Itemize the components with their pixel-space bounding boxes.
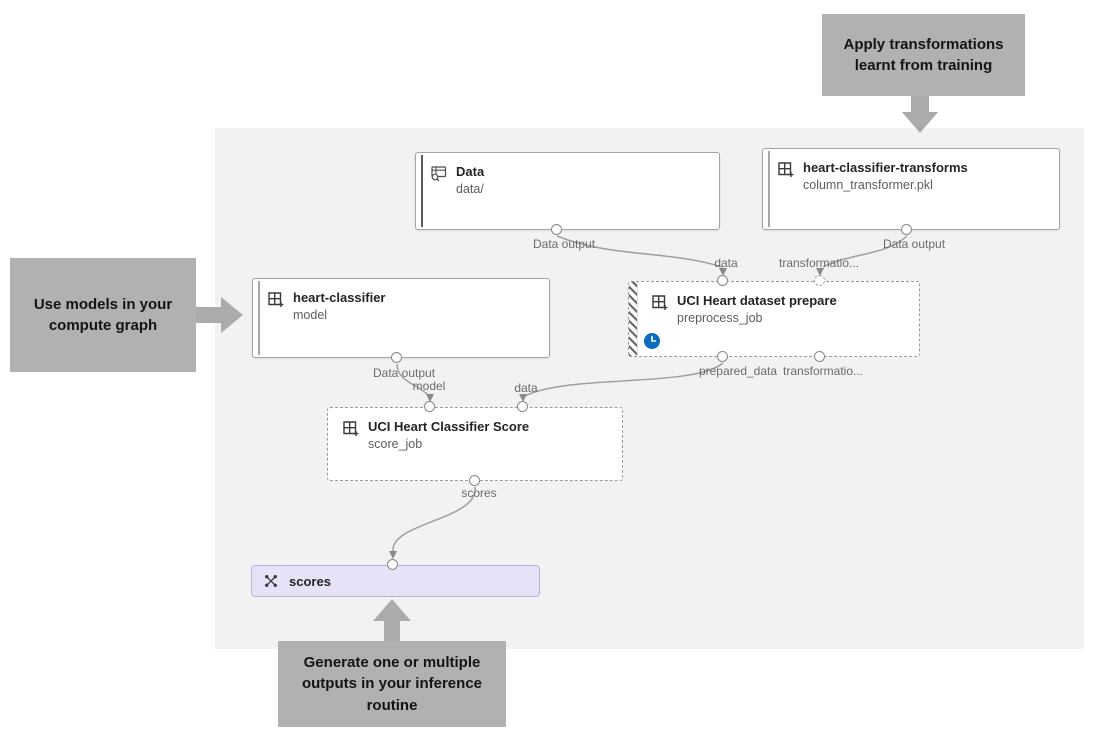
port-label-data-output: Data output xyxy=(532,237,596,251)
port-transforms-output[interactable] xyxy=(901,224,912,235)
callout-text: Generate one or multiple outputs in your… xyxy=(301,654,482,714)
node-subtitle: preprocess_job xyxy=(677,310,763,325)
node-title: heart-classifier xyxy=(293,290,386,305)
callout-use-models: Use models in your compute graph xyxy=(10,258,196,372)
port-prepare-transformations-input[interactable] xyxy=(814,275,825,286)
port-prepare-data-input[interactable] xyxy=(717,275,728,286)
component-icon xyxy=(266,290,285,309)
node-heart-classifier-transforms[interactable]: heart-classifier-transforms column_trans… xyxy=(762,148,1060,230)
clock-icon xyxy=(644,333,660,349)
port-label-data-in: data xyxy=(714,256,738,270)
port-label-transformations-in: transformatio... xyxy=(778,256,860,270)
node-subtitle: column_transformer.pkl xyxy=(803,177,933,192)
port-prepare-prepared-data-output[interactable] xyxy=(717,351,728,362)
port-label-scores-out: scores xyxy=(461,486,497,500)
port-label-transformations-out: transformatio... xyxy=(782,364,864,378)
node-subtitle: model xyxy=(293,307,328,322)
port-prepare-transformations-output[interactable] xyxy=(814,351,825,362)
callout-text: Apply transformations learnt from traini… xyxy=(843,35,1004,74)
port-label-data-output: Data output xyxy=(372,366,436,380)
pipeline-output-icon xyxy=(263,573,279,589)
node-title: UCI Heart dataset prepare xyxy=(677,293,837,308)
node-grip[interactable] xyxy=(258,281,260,355)
port-label-data-output: Data output xyxy=(882,237,946,251)
running-stripe xyxy=(629,282,638,356)
node-scores-output[interactable]: scores xyxy=(251,565,540,597)
node-grip[interactable] xyxy=(421,155,423,227)
port-score-model-input[interactable] xyxy=(424,401,435,412)
callout-apply-transformations: Apply transformations learnt from traini… xyxy=(822,14,1025,96)
node-data[interactable]: Data data/ xyxy=(415,152,720,230)
node-heart-classifier[interactable]: heart-classifier model xyxy=(252,278,550,358)
callout-text: Use models in your compute graph xyxy=(33,295,173,334)
node-title: Data xyxy=(456,164,485,179)
callout-generate-outputs: Generate one or multiple outputs in your… xyxy=(278,641,506,727)
node-title: UCI Heart Classifier Score xyxy=(368,419,530,434)
port-score-scores-output[interactable] xyxy=(469,475,480,486)
port-classifier-output[interactable] xyxy=(391,352,402,363)
port-data-output[interactable] xyxy=(551,224,562,235)
data-preview-icon xyxy=(429,164,448,183)
node-uci-heart-classifier-score[interactable]: UCI Heart Classifier Score score_job xyxy=(327,407,623,481)
port-scores-pill-input[interactable] xyxy=(387,559,398,570)
node-grip[interactable] xyxy=(768,151,770,227)
port-label-model-in: model xyxy=(412,379,446,393)
node-title: heart-classifier-transforms xyxy=(803,160,968,175)
port-label-data-in: data xyxy=(514,381,538,395)
component-icon xyxy=(341,419,360,438)
port-label-prepared-data: prepared_data xyxy=(698,364,778,378)
port-score-data-input[interactable] xyxy=(517,401,528,412)
node-subtitle: score_job xyxy=(368,436,423,451)
component-icon xyxy=(776,160,795,179)
component-icon xyxy=(650,293,669,312)
node-uci-heart-dataset-prepare[interactable]: UCI Heart dataset prepare preprocess_job xyxy=(628,281,920,357)
node-subtitle: data/ xyxy=(456,181,484,196)
node-title: scores xyxy=(289,573,331,589)
